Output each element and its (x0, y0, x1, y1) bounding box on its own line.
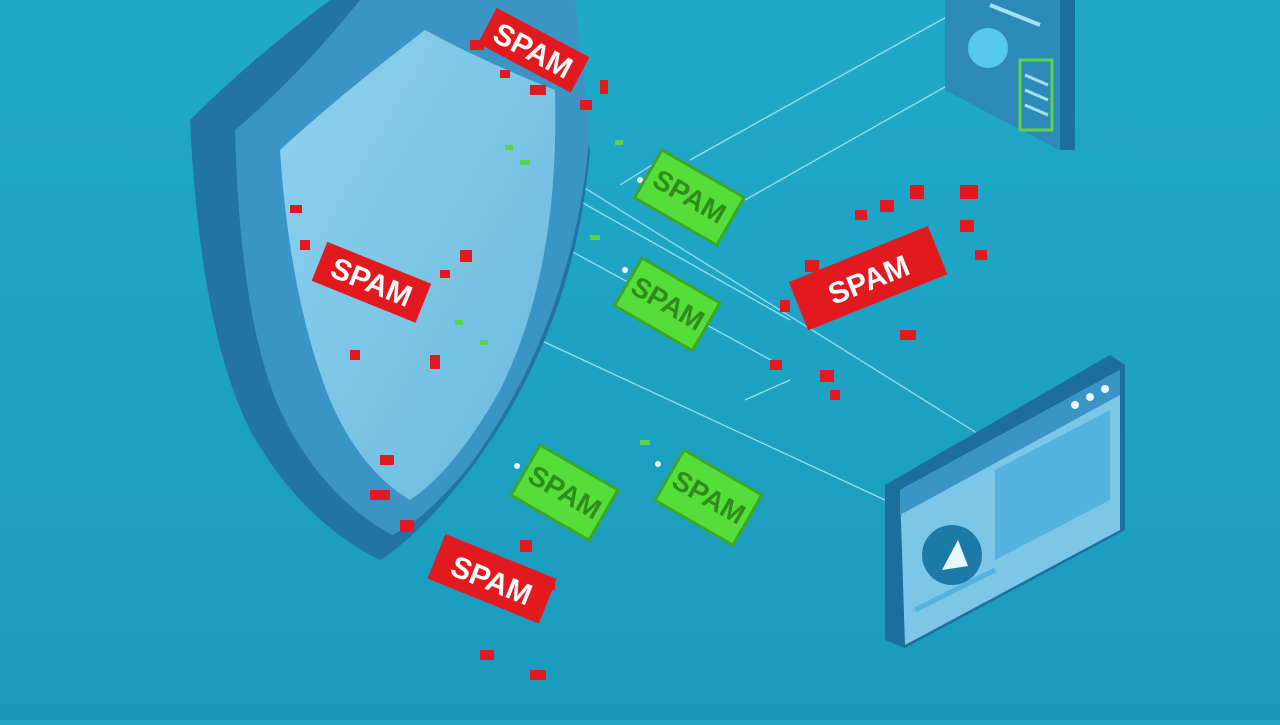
shield-icon (190, 0, 590, 560)
document-window-icon (945, 0, 1075, 150)
signal-dots (514, 177, 661, 469)
green-fragments (455, 140, 650, 445)
browser-window-icon (885, 355, 1125, 648)
